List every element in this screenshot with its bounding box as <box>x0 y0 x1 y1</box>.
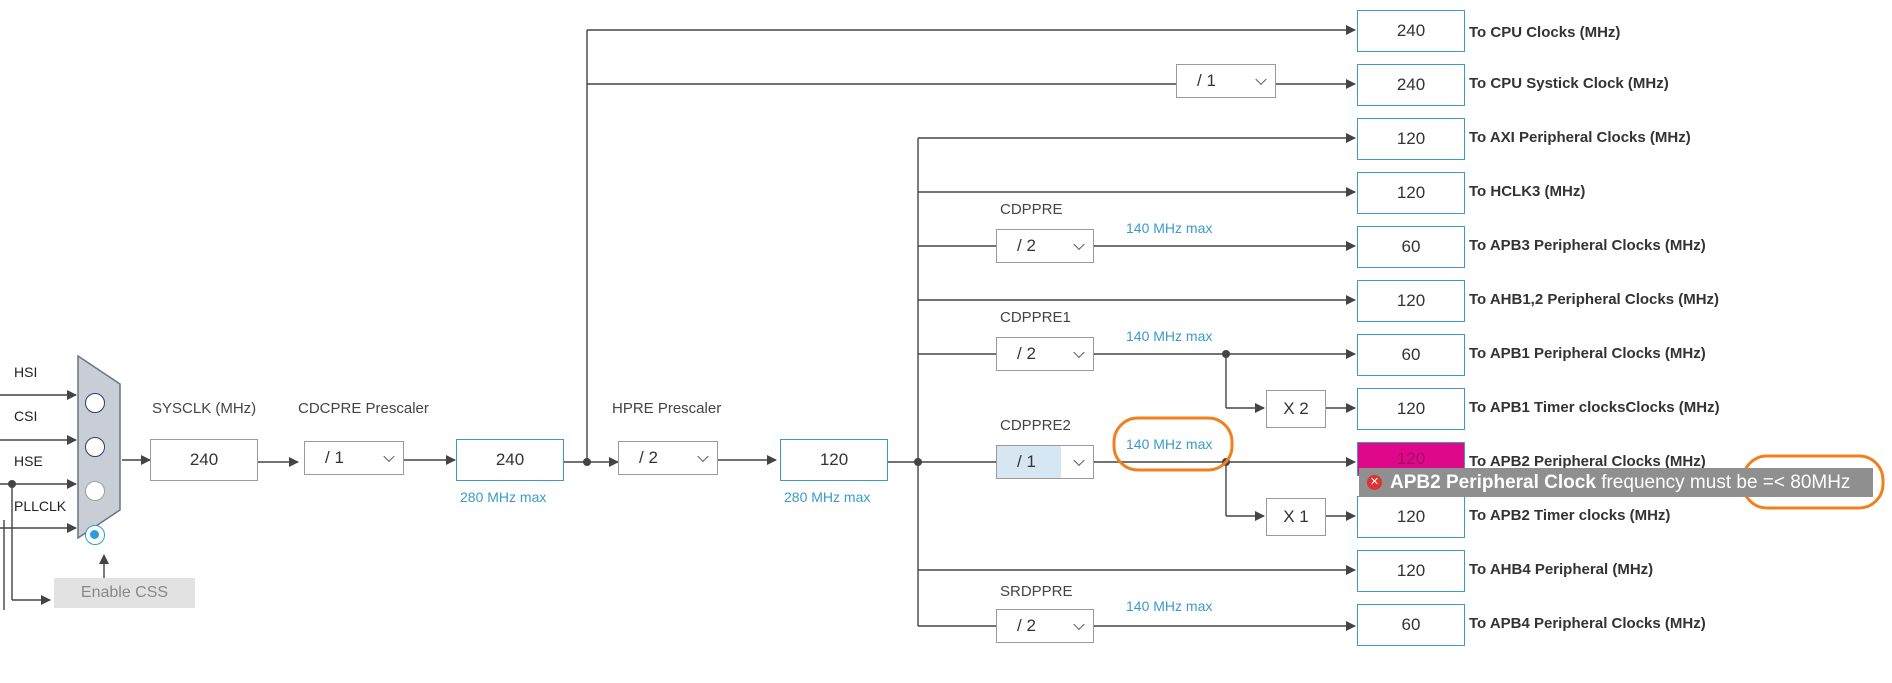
input-pllclk-label: PLLCLK <box>14 498 67 514</box>
ahb12-peripheral-output[interactable]: 120 <box>1357 280 1465 322</box>
radio-pllclk-selected[interactable] <box>85 525 105 545</box>
chevron-down-icon <box>697 450 709 463</box>
cpu-clock-output[interactable]: 240 <box>1357 10 1465 52</box>
apb2-timer-multiplier[interactable]: X 1 <box>1266 498 1326 536</box>
radio-csi[interactable] <box>85 437 105 457</box>
cdcpre-dropdown[interactable]: / 1 <box>304 441 404 475</box>
cdcpre-label: CDCPRE Prescaler <box>298 400 429 417</box>
apb1-peripheral-output[interactable]: 60 <box>1357 334 1465 376</box>
output-label-hclk3: To HCLK3 (MHz) <box>1469 183 1586 200</box>
apb1-timer-output[interactable]: 120 <box>1357 388 1465 430</box>
cdppre1-max: 140 MHz max <box>1126 328 1213 344</box>
sysclk-label: SYSCLK (MHz) <box>152 400 257 417</box>
chevron-down-icon <box>383 450 395 463</box>
cdppre2-value: / 1 <box>1017 452 1036 471</box>
systick-divider-dropdown[interactable]: / 1 <box>1176 64 1276 98</box>
hpre-label: HPRE Prescaler <box>612 400 722 417</box>
input-csi-label: CSI <box>14 408 38 424</box>
chevron-down-icon <box>1073 454 1085 467</box>
input-hse-label: HSE <box>14 453 43 469</box>
apb4-peripheral-output[interactable]: 60 <box>1357 604 1465 646</box>
srdppre-value: / 2 <box>1017 616 1036 635</box>
output-label-apb4: To APB4 Peripheral Clocks (MHz) <box>1469 615 1706 632</box>
input-hsi-label: HSI <box>14 364 38 380</box>
radio-hsi[interactable] <box>85 393 105 413</box>
enable-css-button[interactable]: Enable CSS <box>54 578 195 608</box>
ahb4-peripheral-output[interactable]: 120 <box>1357 550 1465 592</box>
output-label-apb3: To APB3 Peripheral Clocks (MHz) <box>1469 237 1706 254</box>
cpu-domain-max: 280 MHz max <box>460 489 547 505</box>
output-label-axi: To AXI Peripheral Clocks (MHz) <box>1469 129 1691 146</box>
cdppre-dropdown[interactable]: / 2 <box>996 229 1094 263</box>
output-label-ahb12: To AHB1,2 Peripheral Clocks (MHz) <box>1469 291 1720 308</box>
output-label-apb1-timer: To APB1 Timer clocksClocks (MHz) <box>1469 399 1720 416</box>
output-label-apb2-timer: To APB2 Timer clocks (MHz) <box>1469 507 1671 524</box>
srdppre-dropdown[interactable]: / 2 <box>996 609 1094 643</box>
error-icon: ✕ <box>1367 475 1382 490</box>
cdcpre-value: / 1 <box>325 448 344 467</box>
chevron-down-icon <box>1073 346 1085 359</box>
axi-peripheral-output[interactable]: 120 <box>1357 118 1465 160</box>
output-label-cpu-systick: To CPU Systick Clock (MHz) <box>1469 75 1669 92</box>
hclk-field[interactable]: 120 <box>780 439 888 481</box>
apb3-peripheral-output[interactable]: 60 <box>1357 226 1465 268</box>
chevron-down-icon <box>1073 238 1085 251</box>
cpu-systick-output[interactable]: 240 <box>1357 64 1465 106</box>
hpre-value: / 2 <box>639 448 658 467</box>
radio-hse[interactable] <box>85 481 105 501</box>
systick-divider-value: / 1 <box>1197 71 1216 90</box>
cdppre1-value: / 2 <box>1017 344 1036 363</box>
hpre-dropdown[interactable]: / 2 <box>618 441 718 475</box>
apb2-timer-output[interactable]: 120 <box>1357 496 1465 538</box>
output-label-apb2: To APB2 Peripheral Clocks (MHz) <box>1469 453 1706 470</box>
hclk3-output[interactable]: 120 <box>1357 172 1465 214</box>
chevron-down-icon <box>1255 73 1267 86</box>
cdppre-max: 140 MHz max <box>1126 220 1213 236</box>
cdppre1-dropdown[interactable]: / 2 <box>996 337 1094 371</box>
srdppre-label: SRDPPRE <box>1000 583 1073 600</box>
error-tooltip: ✕ APB2 Peripheral Clock frequency must b… <box>1359 468 1873 497</box>
cdppre-value: / 2 <box>1017 236 1036 255</box>
cpu-domain-clock-field[interactable]: 240 <box>456 439 564 481</box>
error-tooltip-subject: APB2 Peripheral Clock <box>1390 471 1596 493</box>
sysclk-field[interactable]: 240 <box>150 439 258 481</box>
output-label-cpu: To CPU Clocks (MHz) <box>1469 24 1621 41</box>
cdppre2-selection-highlight <box>997 446 1061 478</box>
srdppre-max: 140 MHz max <box>1126 598 1213 614</box>
error-tooltip-message: frequency must be =< 80MHz <box>1595 471 1851 493</box>
chevron-down-icon <box>1073 618 1085 631</box>
hclk-max: 280 MHz max <box>784 489 871 505</box>
output-label-apb1: To APB1 Peripheral Clocks (MHz) <box>1469 345 1706 362</box>
apb1-timer-multiplier[interactable]: X 2 <box>1266 390 1326 428</box>
cdppre-label: CDPPRE <box>1000 201 1063 218</box>
cdppre2-dropdown[interactable]: / 1 <box>996 445 1094 479</box>
cdppre2-max: 140 MHz max <box>1126 436 1213 452</box>
output-label-ahb4: To AHB4 Peripheral (MHz) <box>1469 561 1654 578</box>
cdppre2-label: CDPPRE2 <box>1000 417 1071 434</box>
cdppre1-label: CDPPRE1 <box>1000 309 1071 326</box>
